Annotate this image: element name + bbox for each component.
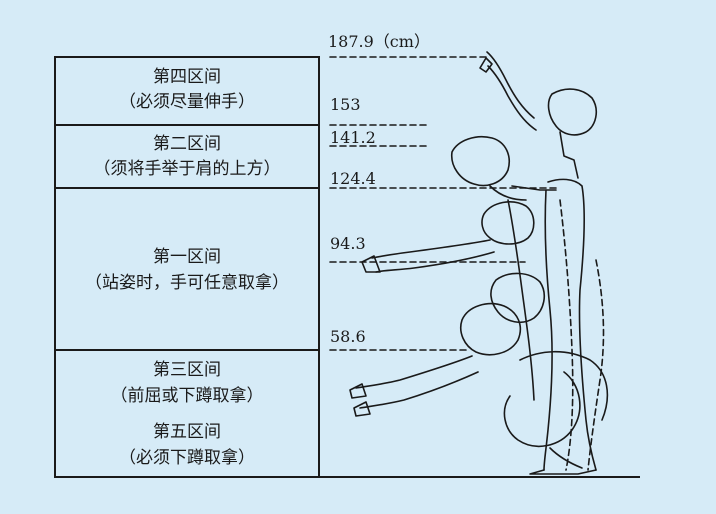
- figure-d-torso-round: [490, 272, 546, 324]
- figure-dashed-contours: [559, 199, 605, 471]
- figure-a-neck: [559, 131, 579, 179]
- figure-c-arm-lower: [375, 251, 495, 273]
- height-mark-187-9: 187.9（cm）: [328, 32, 430, 51]
- zone-labels: 第四区间 （必须尽量伸手） 第二区间 （须将手举于肩的上方） 第一区间 （站姿时…: [85, 67, 289, 468]
- zone-2-title: 第二区间: [153, 134, 221, 154]
- raised-arm-lower-edge: [487, 65, 537, 131]
- figure-b-shoulder: [489, 185, 527, 201]
- height-marks: 187.9（cm） 153 141.2 124.4 94.3 58.6: [328, 32, 430, 346]
- zone-3-note: （前屈或下蹲取拿）: [111, 385, 264, 406]
- zone-2-note: （须将手举于肩的上方）: [94, 159, 281, 179]
- zone-5-note: （必须下蹲取拿）: [119, 447, 255, 468]
- figure-d-shin: [549, 447, 583, 469]
- figure-shoulder-reach: [450, 136, 557, 401]
- height-mark-94-3: 94.3: [330, 234, 366, 253]
- zone-1-title: 第一区间: [153, 247, 221, 267]
- height-mark-153: 153: [330, 95, 361, 114]
- zone-3-title: 第三区间: [153, 360, 221, 380]
- figure-d-knee-loop: [503, 371, 581, 448]
- figure-crouch: [349, 272, 609, 469]
- figure-b-arm: [511, 185, 557, 191]
- figure-forward-reach: [361, 201, 535, 273]
- figure-c-head: [481, 201, 535, 245]
- figure-d-hand-1: [349, 383, 367, 399]
- figure-max-reach: [479, 51, 598, 475]
- figure-d-arm-upper: [355, 355, 473, 389]
- dashed-contour-2: [587, 259, 605, 471]
- figure-d-head: [460, 302, 522, 356]
- human-figures: [349, 51, 609, 475]
- figure-a-front-edge: [543, 189, 553, 471]
- zone-5-title: 第五区间: [153, 422, 221, 442]
- height-guides: [329, 56, 561, 351]
- figure-c-hand: [361, 255, 381, 273]
- figure-d-arm-lower: [359, 371, 479, 409]
- zone-1-note: （站姿时，手可任意取拿）: [85, 272, 289, 293]
- figure-b-body: [507, 199, 535, 401]
- figure-b-head: [450, 136, 510, 187]
- zone-4-note: （必须尽量伸手）: [119, 92, 255, 112]
- figure-a-back-edge: [547, 178, 597, 471]
- figure-c-arm-upper: [371, 239, 491, 259]
- height-mark-124-4: 124.4: [330, 169, 376, 188]
- zone-table-border: [54, 56, 320, 478]
- height-mark-58-6: 58.6: [330, 327, 366, 346]
- raised-arm-upper-edge: [486, 51, 535, 119]
- zone-4-title: 第四区间: [153, 67, 221, 87]
- figure-a-head: [547, 88, 598, 136]
- dashed-contour-1: [559, 199, 574, 471]
- height-mark-141-2: 141.2: [330, 128, 376, 147]
- figure-a-feet: [529, 469, 597, 475]
- zone-table: [54, 56, 640, 478]
- figure-d-hand-2: [353, 401, 371, 417]
- figure-d-back-curve: [519, 350, 609, 421]
- raised-hand: [479, 57, 493, 73]
